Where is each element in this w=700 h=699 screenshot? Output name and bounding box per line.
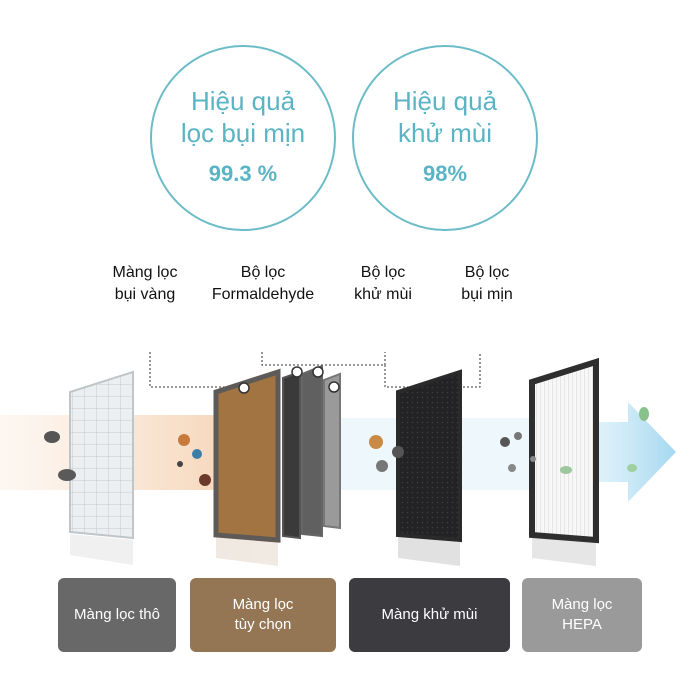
carbon-filter bbox=[396, 369, 462, 543]
label-line2: khử mùi bbox=[354, 286, 412, 303]
stat-line2: lọc bụi mịn bbox=[180, 118, 306, 148]
label-line2: bụi mịn bbox=[461, 286, 513, 303]
stat-line1: Hiệu quả bbox=[190, 86, 296, 116]
stage-line1: Màng lọc thô bbox=[74, 606, 160, 623]
label-line1: Màng lọc bbox=[112, 264, 178, 281]
label-line2: Formaldehyde bbox=[211, 286, 315, 303]
stage-deodorize-filter: Màng khử mùi bbox=[349, 578, 510, 652]
stage-line1: Màng lọc bbox=[232, 596, 294, 613]
formaldehyde-filter bbox=[213, 368, 281, 543]
stage-line2: tùy chọn bbox=[234, 616, 292, 633]
formaldehyde-filter-sheet-2 bbox=[282, 370, 301, 540]
stat-value: 98% bbox=[422, 161, 468, 186]
stat-value: 99.3 % bbox=[208, 161, 278, 186]
filter-label-yellow-dust: Màng lọc bụi vàng bbox=[70, 262, 220, 306]
filter-label-formaldehyde: Bộ lọc Formaldehyde bbox=[188, 262, 338, 306]
hepa-filter bbox=[529, 357, 599, 544]
label-line1: Bộ lọc bbox=[464, 264, 510, 281]
stat-line1: Hiệu quả bbox=[392, 86, 498, 116]
label-line1: Bộ lọc bbox=[360, 264, 406, 281]
label-line1: Bộ lọc bbox=[240, 264, 286, 281]
filter-label-fine-dust: Bộ lọc bụi mịn bbox=[412, 262, 562, 306]
floor-reflections bbox=[70, 534, 596, 566]
coarse-filter bbox=[69, 370, 134, 540]
stage-line1: Màng lọc bbox=[551, 596, 613, 613]
efficiency-circle-odor: Hiệu quả khử mùi 98% bbox=[352, 45, 538, 231]
formaldehyde-filter-sheet-4 bbox=[323, 372, 341, 530]
dust-particles bbox=[44, 407, 649, 486]
stage-hepa-filter: Màng lọc HEPA bbox=[522, 578, 642, 652]
efficiency-circle-dust: Hiệu quả lọc bụi mịn 99.3 % bbox=[150, 45, 336, 231]
filter-label-deodorize: Bộ lọc khử mùi bbox=[308, 262, 458, 306]
stage-coarse-filter: Màng lọc thô bbox=[58, 578, 176, 652]
formaldehyde-filter-sheet-3 bbox=[301, 364, 323, 538]
label-line2: bụi vàng bbox=[114, 286, 176, 303]
stat-line2: khử mùi bbox=[398, 118, 492, 148]
stage-optional-filter: Màng lọc tùy chọn bbox=[190, 578, 336, 652]
stage-line1: Màng khử mùi bbox=[381, 606, 478, 623]
filter-illustration bbox=[0, 352, 676, 566]
callout-dots bbox=[238, 366, 340, 394]
stage-line2: HEPA bbox=[562, 616, 602, 633]
